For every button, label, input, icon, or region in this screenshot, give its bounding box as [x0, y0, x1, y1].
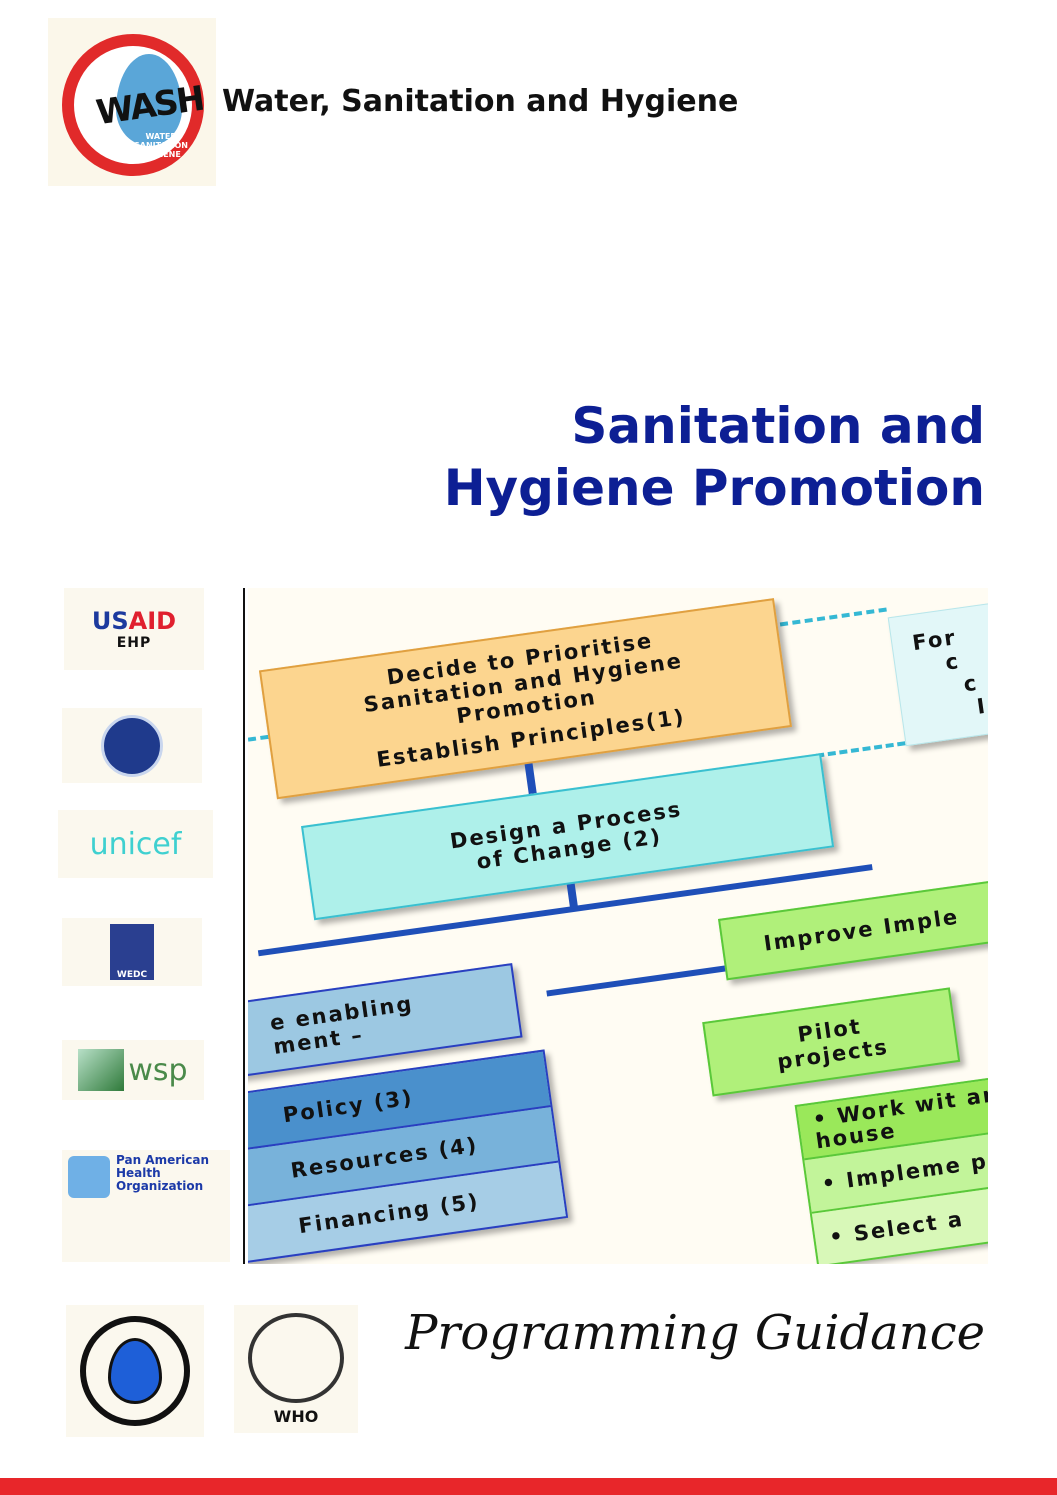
- who-text: WHO: [273, 1406, 319, 1426]
- seal-logo: [62, 708, 202, 783]
- box-stack: Policy (3) Resources (4) Financing (5): [248, 1049, 569, 1264]
- wedc-text: WEDC: [116, 970, 148, 980]
- wash-logo-ring: WASH WATER SANITATION HYGIENE: [62, 34, 206, 176]
- globe-icon: [68, 1156, 110, 1198]
- wsp-mark-icon: [78, 1049, 125, 1091]
- box-work-with: • Work wit and house • Impleme promotio …: [794, 1063, 988, 1264]
- dashed-arrow: [248, 734, 269, 749]
- cover-diagram: Decide to Prioritise Sanitation and Hygi…: [248, 588, 988, 1264]
- box-text: Improve Imple: [762, 904, 961, 956]
- box-improve: Improve Imple: [718, 873, 988, 981]
- water-drop-icon: [108, 1338, 162, 1404]
- unicef-text: unicef: [89, 826, 182, 862]
- wsscc-logo: [66, 1305, 204, 1437]
- header-title: Water, Sanitation and Hygiene: [222, 84, 739, 119]
- dashed-arrow: [767, 607, 887, 629]
- wash-logo: WASH WATER SANITATION HYGIENE: [48, 18, 216, 186]
- subtitle: Programming Guidance: [405, 1305, 985, 1361]
- who-logo: WHO: [234, 1305, 358, 1433]
- usaid-us: US: [91, 607, 129, 635]
- wsp-text: wsp: [128, 1052, 188, 1088]
- branch-arrow: [566, 883, 579, 909]
- paho-text: Pan American Health Organization: [116, 1153, 210, 1193]
- wedc-logo: WEDC: [62, 918, 202, 986]
- who-emblem-icon: [248, 1312, 344, 1403]
- main-title-line1: Sanitation and: [571, 397, 985, 455]
- usaid-aid: AID: [128, 607, 177, 635]
- main-title: Sanitation and Hygiene Promotion: [444, 395, 985, 519]
- double-arrow: [546, 965, 726, 997]
- main-title-line2: Hygiene Promotion: [443, 459, 985, 517]
- usaid-logo: USAID EHP: [64, 588, 204, 670]
- box-pilot: Pilot projects: [702, 987, 961, 1097]
- wsp-logo: wsp: [62, 1040, 204, 1100]
- wash-logo-text: WASH: [93, 78, 206, 134]
- paho-logo: Pan American Health Organization: [62, 1150, 230, 1262]
- water-drop-icon: [116, 54, 182, 146]
- wash-logo-subtext: WATER SANITATION HYGIENE: [134, 132, 188, 159]
- ehp-logo: EHP: [116, 635, 152, 651]
- unicef-logo: unicef: [58, 810, 213, 878]
- divider: [243, 588, 245, 1264]
- box-right: For c c I: [887, 597, 988, 747]
- bottom-bar: [0, 1478, 1057, 1495]
- seal-icon: [101, 714, 163, 777]
- arrow-down: [524, 763, 537, 795]
